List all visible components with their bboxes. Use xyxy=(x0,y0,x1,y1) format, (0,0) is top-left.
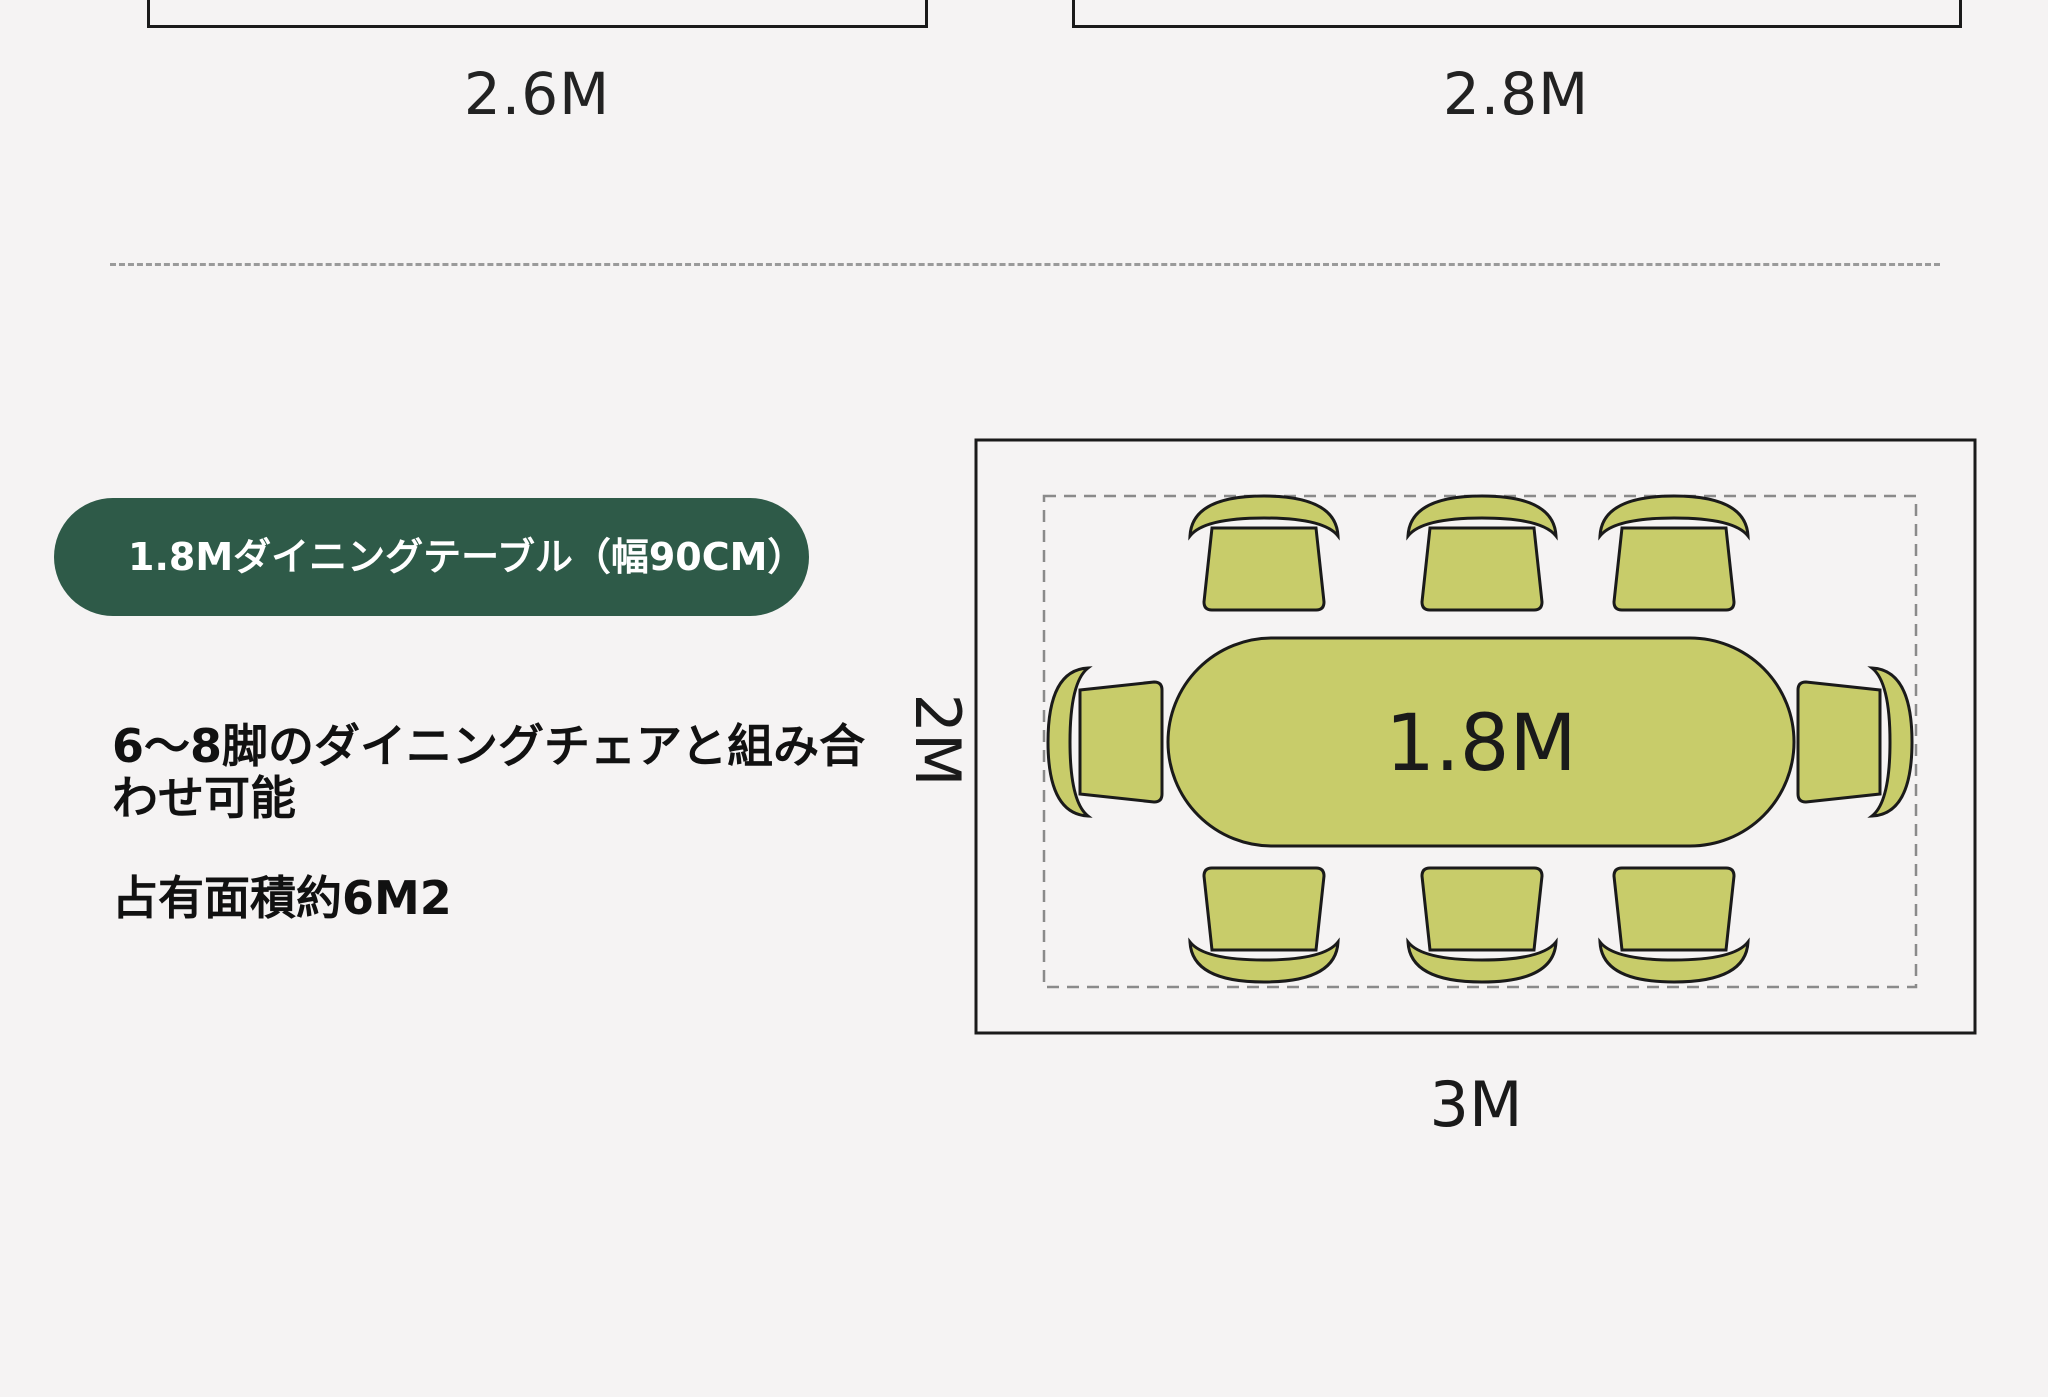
chair xyxy=(1796,666,1914,818)
chair xyxy=(1046,666,1164,818)
top-left-room-outline xyxy=(147,0,928,28)
room-depth-label: 2M xyxy=(901,694,974,787)
room-outline xyxy=(974,438,1977,1035)
table-length-label: 1.8M xyxy=(1385,699,1576,789)
chair xyxy=(1188,866,1340,984)
chair xyxy=(1406,866,1558,984)
top-right-size-label: 2.8M xyxy=(1442,60,1590,128)
top-left-size-label: 2.6M xyxy=(463,60,611,128)
section-divider xyxy=(110,263,1940,266)
chair xyxy=(1406,494,1558,612)
area-description: 占有面積約6M2 xyxy=(112,871,452,925)
chairs-description: 6〜8脚のダイニングチェアと組み合わせ可能 xyxy=(112,719,866,825)
chair xyxy=(1598,494,1750,612)
dining-table xyxy=(1166,636,1796,848)
table-size-pill: 1.8Mダイニングテーブル（幅90CM） xyxy=(54,498,809,616)
chair xyxy=(1188,494,1340,612)
top-right-room-outline xyxy=(1072,0,1962,28)
chair xyxy=(1598,866,1750,984)
usage-area-dashed xyxy=(1042,494,1918,989)
room-width-label: 3M xyxy=(1430,1068,1523,1141)
